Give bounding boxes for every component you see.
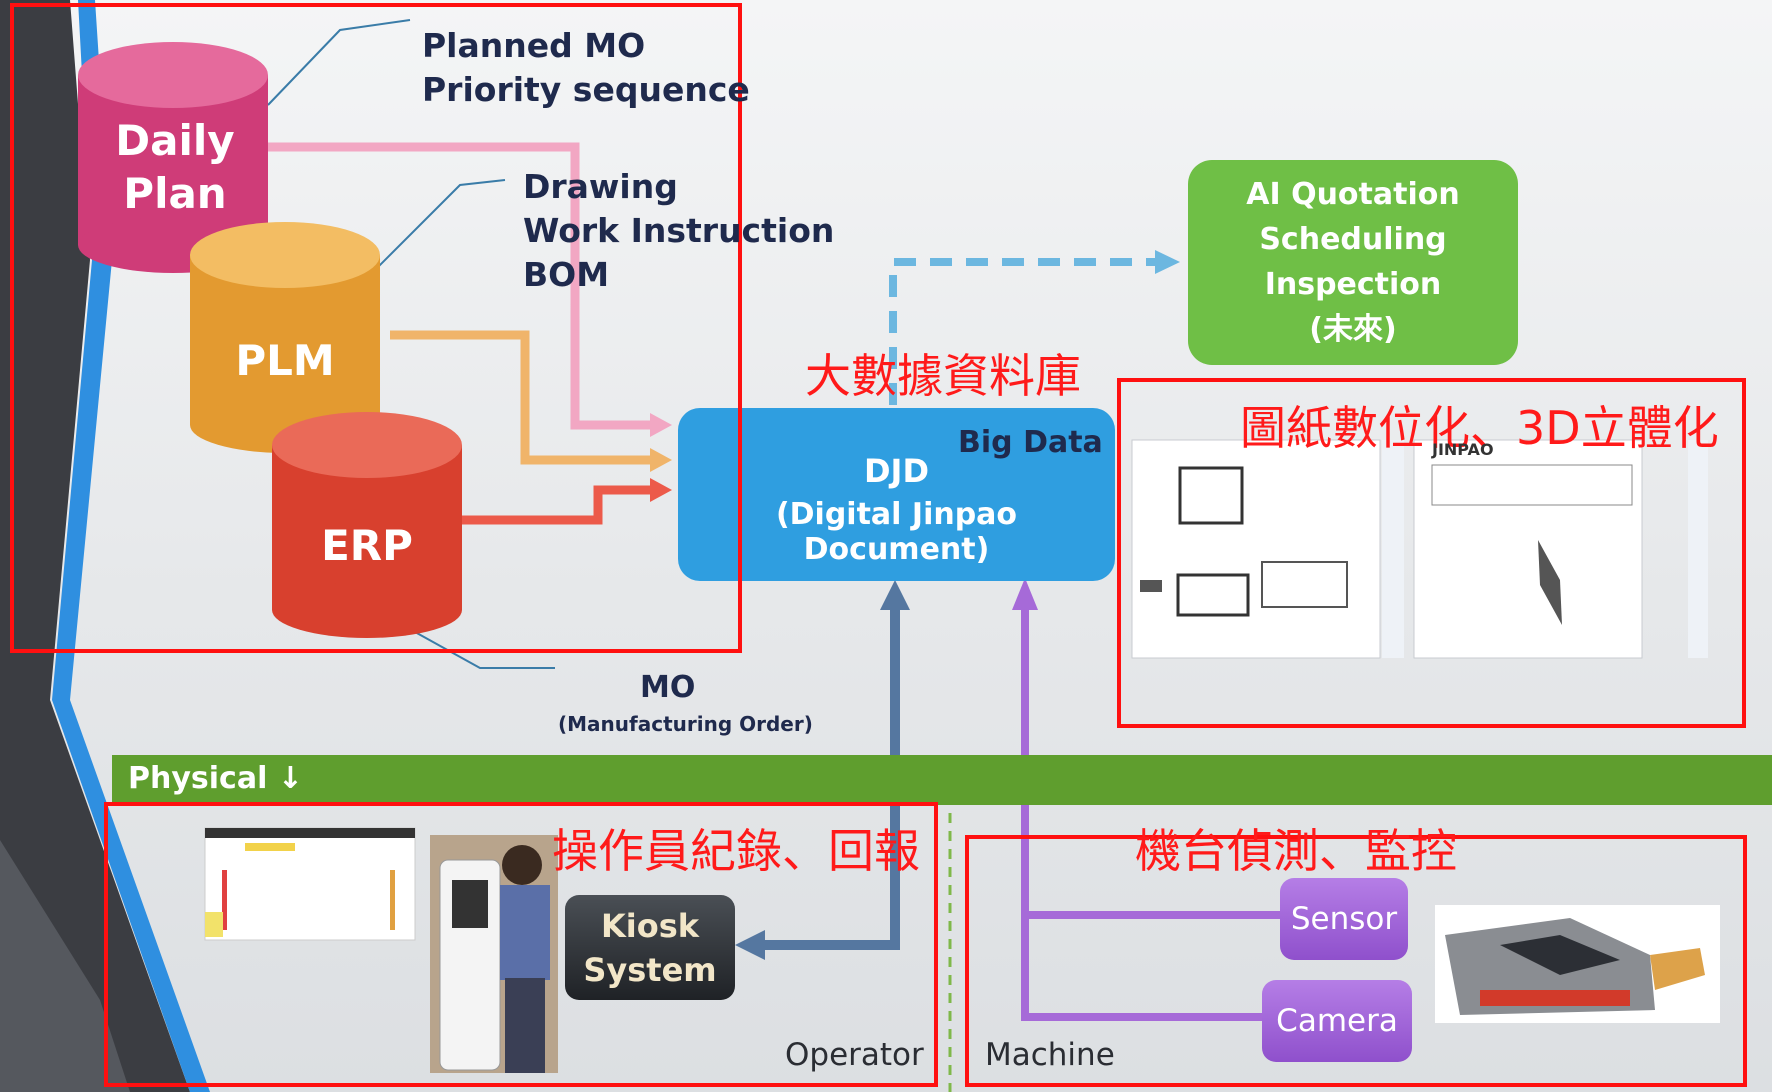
callout-line-daily	[267, 19, 411, 106]
daily-plan-note: Planned MO Priority sequence	[422, 26, 750, 109]
arrow-erp-to-djd	[460, 485, 650, 525]
mo-title: MO	[640, 670, 696, 705]
daily-plan-label: Daily Plan	[115, 116, 235, 218]
cylinder-erp	[272, 412, 462, 638]
plm-label: PLM	[235, 336, 335, 385]
redbox-drawings	[1117, 378, 1746, 728]
callout-line-plm	[374, 179, 506, 271]
jinpao-logo: JINPAO	[1432, 440, 1494, 459]
callout-line-erp	[414, 631, 555, 669]
arrow-djd-to-ai	[889, 258, 1155, 405]
decor-stripe-dark	[0, 0, 190, 1092]
ai-box-shape	[1188, 160, 1518, 365]
arrowhead-up-purple	[1012, 578, 1038, 610]
decor-stripe-grey	[0, 840, 130, 1092]
arrow-kiosk-djd	[760, 610, 900, 950]
arrowhead-red	[650, 478, 672, 502]
arrowhead-pink	[650, 413, 672, 437]
decor-stripe-blue	[52, 0, 210, 1092]
djd-box	[678, 408, 1115, 581]
drawing-digitization-label: 圖紙數位化、3D立體化	[1240, 401, 1719, 455]
operator-record-label: 操作員紀錄、回報	[552, 824, 920, 878]
physical-label: Physical ↓	[128, 761, 303, 796]
djd-subtitle: (Digital Jinpao Document)	[775, 497, 1018, 567]
arrow-daily-to-djd	[265, 142, 650, 430]
redbox-machine	[965, 835, 1747, 1087]
operator-screenshot	[204, 827, 416, 941]
machine-label: Machine	[985, 1037, 1115, 1073]
djd-title: DJD	[863, 452, 930, 490]
kiosk-system-box: Kiosk System	[565, 895, 735, 1000]
operator-label: Operator	[785, 1037, 924, 1073]
mo-subtitle: (Manufacturing Order)	[558, 712, 813, 736]
machine-monitor-label: 機台偵測、監控	[1135, 824, 1457, 878]
camera-box: Camera	[1262, 980, 1412, 1062]
sensor-box: Sensor	[1280, 878, 1408, 960]
arrowhead-left-blue	[735, 930, 765, 960]
big-db-label: 大數據資料庫	[805, 349, 1081, 403]
redbox-sources	[10, 3, 742, 653]
drawing-screenshot	[1131, 439, 1708, 659]
ai-box-text: AI Quotation Scheduling Inspection (未來)	[1246, 177, 1460, 347]
laser-machine-photo	[1435, 905, 1720, 1023]
arrowhead-dashed	[1155, 250, 1180, 274]
cylinder-plm	[190, 222, 380, 453]
arrow-plm-to-djd	[390, 330, 650, 465]
erp-label: ERP	[321, 521, 413, 570]
person-kiosk-photo	[430, 835, 558, 1073]
physical-bar	[112, 755, 1772, 805]
arrowhead-orange	[650, 448, 672, 472]
arrowhead-up-blue	[880, 580, 910, 610]
redbox-operator	[104, 802, 938, 1087]
plm-note: Drawing Work Instruction BOM	[523, 167, 835, 294]
arrow-camera-djd	[1021, 915, 1262, 1021]
big-data-label: Big Data	[958, 425, 1103, 460]
